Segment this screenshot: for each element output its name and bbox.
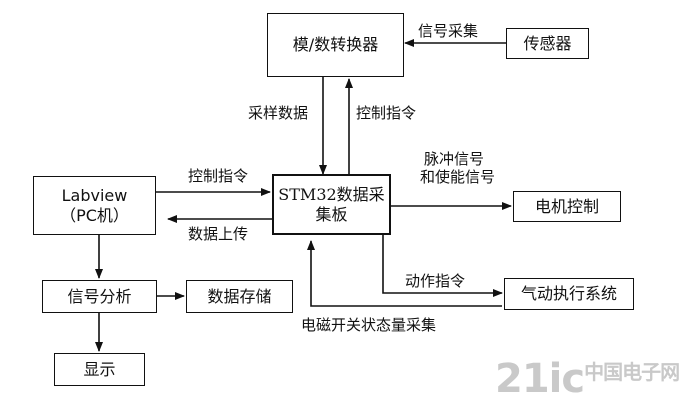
stm32-label-line2: 集板: [315, 204, 348, 224]
stm32-box: STM32数据采 集板: [272, 174, 391, 235]
labview-label-line2: （PC机）: [60, 205, 129, 225]
display-label: 显示: [83, 359, 116, 379]
display-box: 显示: [54, 353, 145, 386]
pneumatic-box: 气动执行系统: [504, 278, 634, 310]
edge-label-pulse-line1: 脉冲信号: [424, 150, 485, 168]
watermark-logo: 21ic中国电子网: [495, 356, 679, 402]
labview-box: Labview （PC机）: [33, 176, 156, 235]
storage-label: 数据存储: [207, 286, 272, 306]
sensor-label: 传感器: [523, 33, 572, 53]
motor-box: 电机控制: [513, 191, 621, 222]
pneumatic-label: 气动执行系统: [520, 284, 617, 303]
edge-label-control-cmd-pc: 控制指令: [188, 167, 249, 185]
edge-label-sampled-data: 采样数据: [248, 104, 309, 122]
arrow-pneumatic-to-stm32: [307, 240, 502, 307]
edge-label-control-cmd-adc: 控制指令: [356, 104, 417, 122]
edge-label-signal-acquisition: 信号采集: [418, 22, 479, 40]
edge-label-solenoid-switch: 电磁开关状态量采集: [301, 316, 437, 334]
adc-label: 模/数转换器: [292, 35, 379, 54]
edge-label-pulse-line2: 和使能信号: [420, 168, 496, 186]
adc-box: 模/数转换器: [267, 13, 404, 77]
edge-label-action-cmd: 动作指令: [405, 272, 466, 290]
block-diagram: 模/数转换器 传感器 Labview （PC机） STM32数据采 集板 电机控…: [33, 13, 679, 402]
sensor-box: 传感器: [506, 28, 589, 59]
connector-lines: [95, 39, 512, 352]
labview-label-line1: Labview: [61, 185, 128, 205]
stm32-label-line1: STM32数据采: [278, 184, 385, 204]
motor-label: 电机控制: [534, 196, 599, 216]
analysis-label: 信号分析: [67, 286, 132, 306]
edge-label-pulse: 脉冲信号 和使能信号: [420, 150, 495, 186]
storage-box: 数据存储: [186, 280, 293, 313]
analysis-box: 信号分析: [42, 280, 157, 313]
edge-label-data-upload: 数据上传: [188, 225, 249, 243]
arrow-stm32-to-pneumatic: [382, 235, 503, 297]
